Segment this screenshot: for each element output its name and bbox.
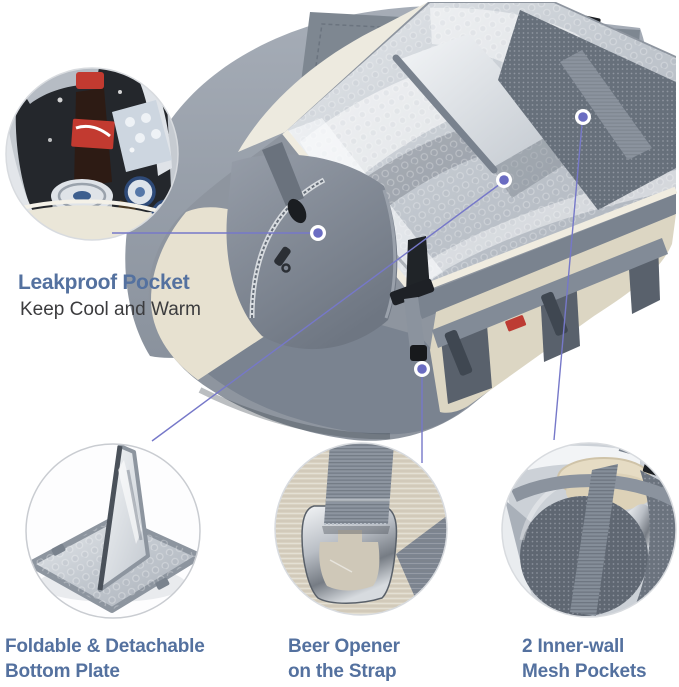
bag-right-side bbox=[430, 214, 676, 413]
webbing-strap bbox=[322, 443, 394, 534]
ice-pack bbox=[112, 100, 172, 172]
inset-bottom-plate-photo bbox=[25, 443, 201, 619]
label-bottom-plate: Foldable & Detachable Bottom Plate bbox=[5, 634, 205, 684]
callout-dot-beer-opener bbox=[414, 361, 430, 377]
front-leakproof-pocket bbox=[226, 154, 398, 350]
label-mesh-pockets: 2 Inner-wall Mesh Pockets bbox=[522, 634, 647, 684]
callout-dot-mesh-pockets bbox=[575, 109, 591, 125]
label-beer-opener-line2: on the Strap bbox=[288, 661, 397, 682]
inner-mesh-wall bbox=[498, 10, 676, 210]
callout-line-mesh-pockets bbox=[553, 123, 583, 441]
rim-trim-band bbox=[414, 194, 676, 319]
callout-annotations bbox=[112, 109, 591, 463]
cooler-bag-photo bbox=[125, 2, 678, 441]
callout-dot-bottom-plate bbox=[496, 172, 512, 188]
label-bottom-plate-line2: Bottom Plate bbox=[5, 661, 120, 682]
inset-beer-opener-photo bbox=[274, 442, 448, 616]
bottom-strap-buckle bbox=[389, 236, 435, 361]
bag-left-panel bbox=[151, 207, 268, 380]
bottle-opener bbox=[301, 505, 398, 604]
label-beer-opener-line1: Beer Opener bbox=[288, 636, 400, 657]
label-mesh-pockets-line1: 2 Inner-wall bbox=[522, 636, 625, 657]
bag-lid-edge bbox=[238, 2, 428, 152]
label-beer-opener: Beer Opener on the Strap bbox=[288, 634, 400, 684]
callout-dot-leakproof bbox=[310, 225, 326, 241]
inset-mesh-pockets-photo bbox=[501, 442, 677, 618]
label-leakproof-subtitle: Keep Cool and Warm bbox=[20, 299, 201, 320]
label-mesh-pockets-line2: Mesh Pockets bbox=[522, 661, 647, 682]
label-leakproof-title: Leakproof Pocket bbox=[18, 271, 190, 294]
brand-tag bbox=[505, 315, 527, 332]
callout-line-bottom-plate bbox=[151, 183, 501, 442]
label-bottom-plate-line1: Foldable & Detachable bbox=[5, 636, 205, 657]
cola-bottle bbox=[71, 72, 115, 188]
zipper-pull bbox=[274, 246, 291, 266]
strap-clip bbox=[262, 142, 307, 224]
